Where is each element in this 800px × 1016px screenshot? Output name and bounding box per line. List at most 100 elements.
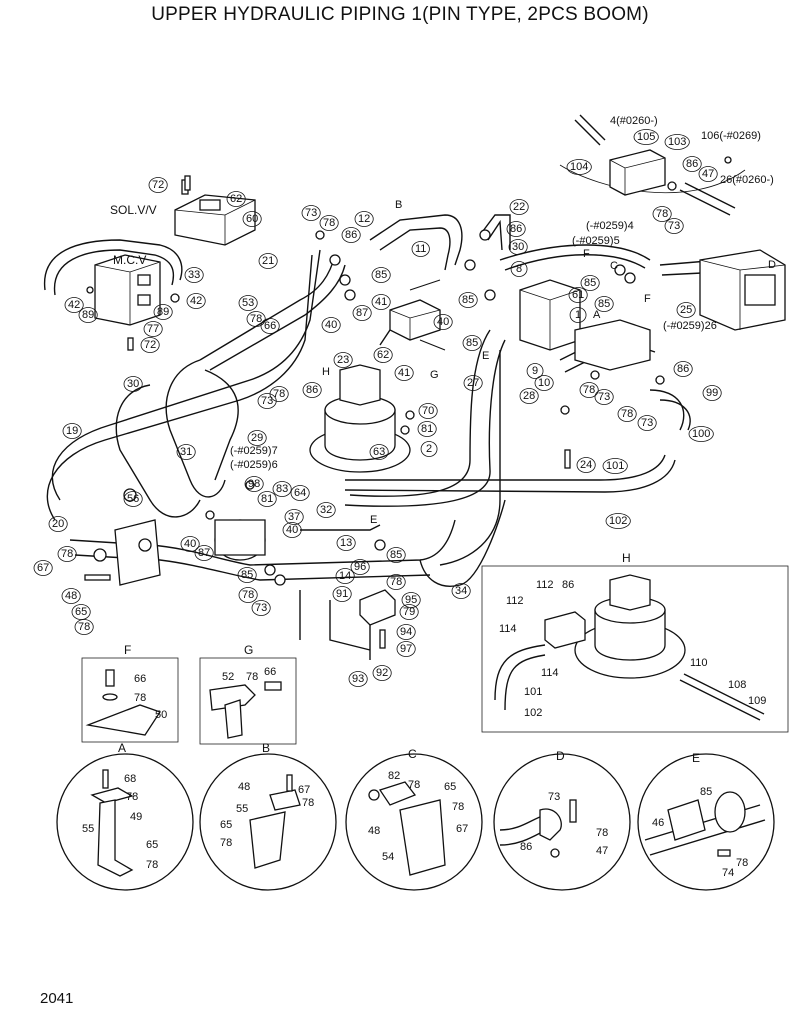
label-87b: 87 — [198, 547, 210, 559]
label-ring — [569, 307, 587, 323]
detail-e-label-78: 78 — [736, 857, 748, 869]
label-ring — [433, 314, 453, 330]
label-ring — [698, 166, 718, 182]
label-ring — [401, 592, 421, 608]
label-34: 34 — [455, 585, 467, 597]
label-26b: (-#0259)26 — [663, 320, 717, 332]
label-30a: 30 — [512, 241, 524, 253]
label-23: 23 — [337, 354, 349, 366]
fittings — [84, 175, 665, 649]
label-1: 1 — [575, 309, 581, 321]
label-77: 77 — [147, 323, 159, 335]
label-B: B — [395, 199, 402, 211]
label-ring — [682, 156, 702, 172]
label-ring — [238, 587, 258, 603]
detail-h-label-101: 101 — [524, 686, 542, 698]
label-ring — [633, 129, 659, 145]
label-ring — [371, 294, 391, 310]
detail-a-label-65: 65 — [146, 839, 158, 851]
label-73e: 73 — [598, 391, 610, 403]
label-ring — [257, 393, 277, 409]
label-94: 94 — [400, 626, 412, 638]
label-ring — [676, 302, 696, 318]
mcv-block — [86, 254, 180, 326]
label-78i: 78 — [621, 408, 633, 420]
detail-c-label-67: 67 — [456, 823, 468, 835]
pump-d — [699, 249, 786, 331]
label-10: 10 — [538, 377, 550, 389]
label-Fb: F — [644, 293, 651, 305]
control-block-right — [519, 279, 651, 371]
label-ring — [350, 559, 370, 575]
label-85f: 85 — [462, 294, 474, 306]
label-ring — [148, 177, 168, 193]
detail-a-label-55: 55 — [82, 823, 94, 835]
label-78x: 78 — [61, 548, 73, 560]
detail-c-panel: C 82 78 65 78 48 67 54 — [345, 747, 483, 891]
label-ring — [64, 297, 84, 313]
detail-d-label-47: 47 — [596, 845, 608, 857]
label-ring — [61, 588, 81, 604]
label-ring — [526, 363, 544, 379]
label-42b: 42 — [190, 295, 202, 307]
label-72b: 72 — [144, 339, 156, 351]
label-ring — [272, 481, 292, 497]
label-E2: E — [482, 350, 489, 362]
label-85a: 85 — [375, 269, 387, 281]
detail-c-label-48: 48 — [368, 825, 380, 837]
label-ring — [260, 318, 280, 334]
label-32: 32 — [320, 504, 332, 516]
label-83: 83 — [276, 483, 288, 495]
label-95: 95 — [405, 594, 417, 606]
label-105: 105 — [637, 131, 655, 143]
detail-g-title: G — [244, 643, 253, 657]
label-28: 28 — [523, 390, 535, 402]
detail-f-panel: F 66 78 50 — [81, 643, 179, 743]
label-ring — [463, 375, 483, 391]
label-ring — [519, 388, 539, 404]
label-ring — [417, 421, 437, 437]
detail-h-title: H — [622, 551, 631, 565]
label-ring — [341, 227, 361, 243]
center-block-40-41 — [389, 299, 441, 341]
label-ring — [373, 347, 393, 363]
detail-d-label-73: 73 — [548, 791, 560, 803]
label-ring — [302, 382, 322, 398]
label-6: (-#0259)6 — [230, 459, 278, 471]
label-ring — [246, 311, 266, 327]
label-ring — [333, 352, 353, 368]
label-ring — [534, 375, 554, 391]
label-ring — [237, 567, 257, 583]
label-ring — [319, 215, 339, 231]
label-ring — [316, 502, 336, 518]
label-67a: 67 — [37, 562, 49, 574]
detail-f-label-66: 66 — [134, 673, 146, 685]
label-96: 96 — [354, 561, 366, 573]
detail-b-title: B — [262, 741, 270, 755]
label-ring — [371, 267, 391, 283]
label-ring — [352, 305, 372, 321]
detail-h-label-114b: 114 — [541, 667, 559, 679]
label-ring — [566, 159, 592, 175]
label-ring — [688, 426, 714, 442]
detail-b-panel: B 48 67 78 55 65 78 — [199, 741, 337, 891]
label-70: 70 — [422, 405, 434, 417]
label-ring — [348, 671, 368, 687]
detail-h-label-110: 110 — [690, 657, 708, 669]
label-40a: 40 — [325, 319, 337, 331]
label-ring — [458, 292, 478, 308]
label-4top: 4(#0260-) — [610, 115, 658, 127]
label-ring — [509, 199, 529, 215]
label-4b: (-#0259)4 — [586, 220, 634, 232]
label-12: 12 — [358, 213, 370, 225]
label-ring — [580, 275, 600, 291]
label-99: 99 — [706, 387, 718, 399]
label-78c: 78 — [273, 388, 285, 400]
label-ring — [335, 568, 355, 584]
label-ring — [332, 586, 352, 602]
label-ring — [184, 267, 204, 283]
label-81a: 81 — [421, 423, 433, 435]
detail-h-label-86: 86 — [562, 579, 574, 591]
label-81b: 81 — [261, 493, 273, 505]
label-ring — [637, 415, 657, 431]
